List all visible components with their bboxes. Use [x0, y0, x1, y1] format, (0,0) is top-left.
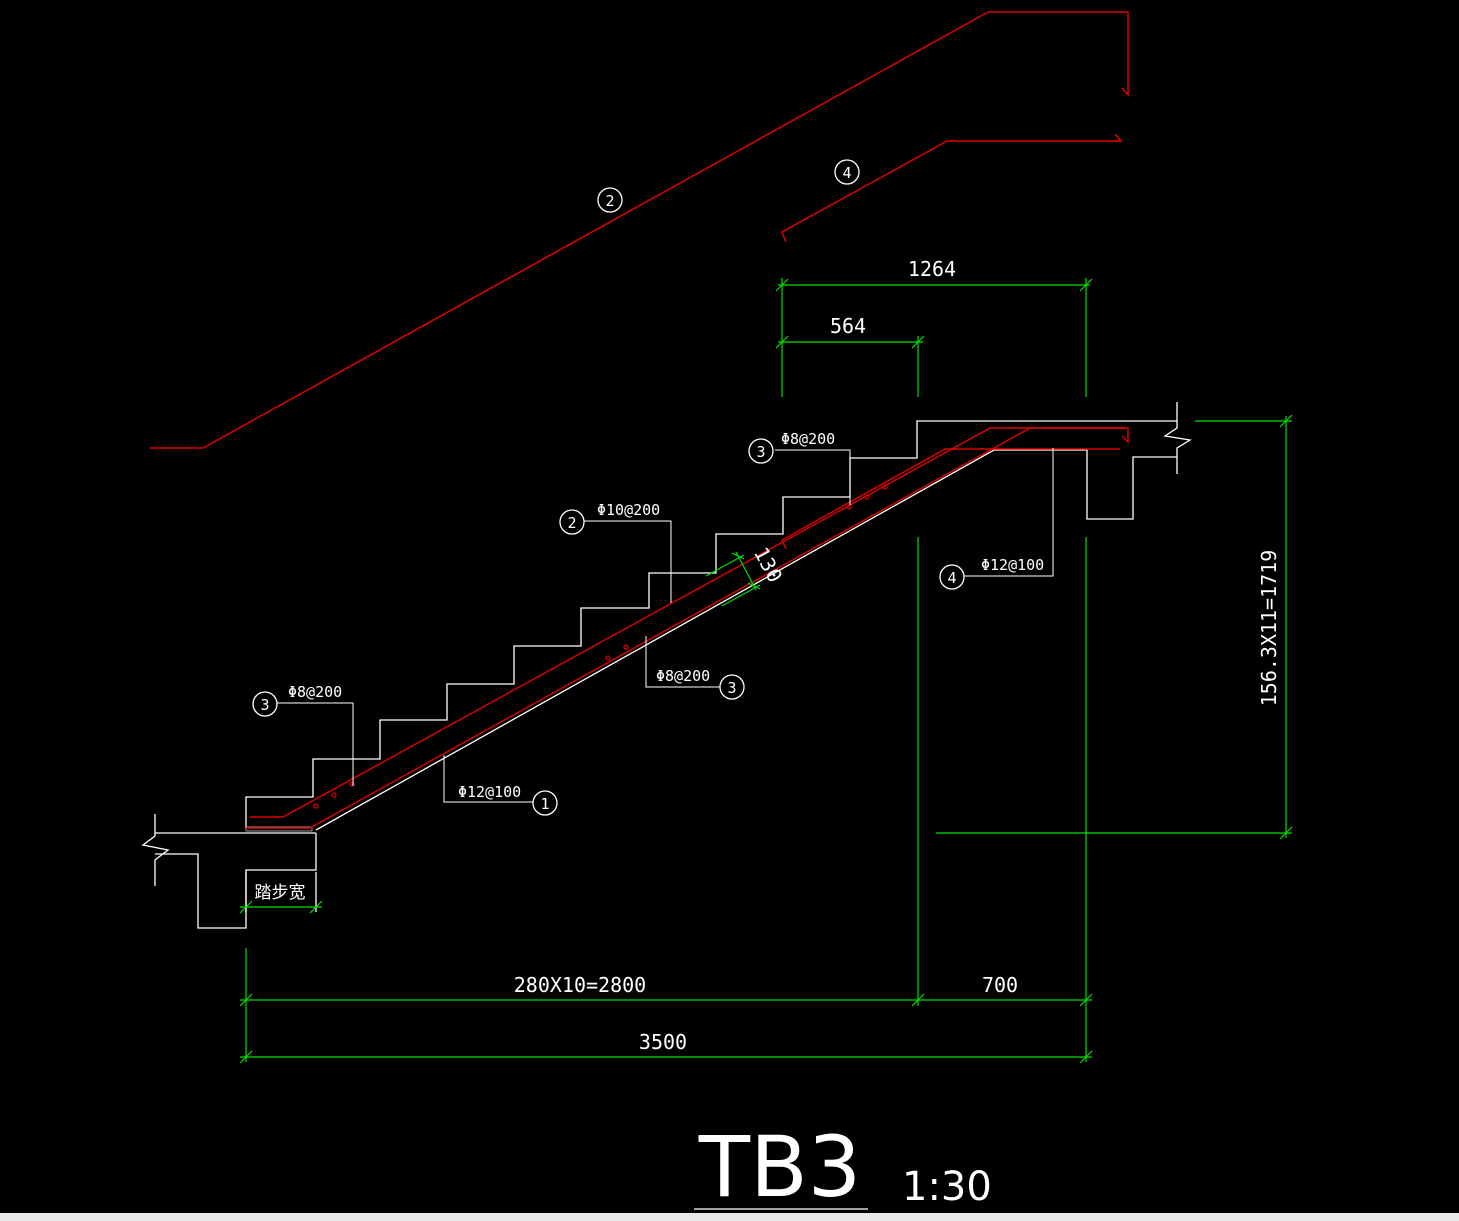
- dist-dot: [349, 781, 355, 787]
- callout-b2: 2 Φ10@200: [559, 501, 660, 535]
- callout-b4: 4 Φ12@100: [939, 556, 1044, 590]
- callout-circle: [719, 674, 745, 700]
- callout-circle: [939, 564, 965, 590]
- leader-lines: [277, 448, 1054, 803]
- stair-outline: [141, 402, 1192, 929]
- drawing-title: TB3: [698, 1118, 861, 1213]
- bottom-hatch: [245, 826, 313, 832]
- callout-circle: [559, 509, 585, 535]
- dim-2800-text: 280X10=2800: [514, 973, 646, 997]
- callout-b1: 1 Φ12@100: [458, 783, 558, 816]
- dim-tick: [239, 900, 253, 914]
- lower-break-symbol: [141, 814, 170, 886]
- callout-circle: [748, 438, 774, 464]
- status-strip: [0, 1213, 1459, 1221]
- callout-mark: 2: [567, 514, 576, 532]
- callout-mark: 1: [540, 795, 549, 813]
- bar-4-mark-number: 4: [842, 164, 851, 182]
- callout-b3-low: 3 Φ8@200: [252, 683, 342, 717]
- dim-tick: [239, 1050, 253, 1064]
- dim-130-ext-b: [721, 584, 761, 607]
- callout-circle: [252, 691, 278, 717]
- dist-dot: [623, 644, 629, 650]
- bar-4-callout: 4: [834, 159, 860, 185]
- dim-tick: [911, 993, 925, 1007]
- dim-tick: [309, 900, 323, 914]
- bar-2-mark-number: 2: [605, 192, 614, 210]
- dim-tick: [747, 582, 761, 590]
- callout-b3-mid: 3 Φ8@200: [656, 667, 745, 700]
- dim-130-text: 130: [749, 543, 787, 586]
- callout-mark: 3: [260, 696, 269, 714]
- dim-height-text: 156.3X11=1719: [1257, 550, 1281, 707]
- callout-spec: Φ8@200: [288, 683, 342, 701]
- dim-tread-text: 踏步宽: [255, 883, 306, 903]
- bar-4-top-rebar: [781, 448, 1120, 550]
- leader-b2: [584, 520, 672, 603]
- callout-mark: 3: [727, 679, 736, 697]
- callout-circle: [532, 790, 558, 816]
- dim-130-ext-a: [705, 554, 745, 577]
- rebar-detail-bar-4: [781, 133, 1123, 243]
- dim-tick: [1079, 278, 1093, 292]
- bar-4-mark-circle: [834, 159, 860, 185]
- dist-dot: [331, 792, 337, 798]
- upper-break-symbol: [1163, 402, 1192, 474]
- bar-4-shape: [781, 133, 1123, 243]
- dim-tick: [775, 335, 789, 349]
- dim-1264-text: 1264: [908, 257, 956, 281]
- bar-2-callout: 2: [597, 187, 623, 213]
- stair-soffit: [315, 449, 1177, 831]
- dimension-lines: [239, 278, 1293, 1064]
- leader-b3-mid: [645, 636, 720, 688]
- bar-2-shape: [150, 11, 1129, 449]
- callout-mark: 3: [756, 443, 765, 461]
- rebar-detail-bar-2: [150, 11, 1129, 449]
- lower-beam: [155, 833, 317, 929]
- dist-dot: [605, 655, 611, 661]
- drawing-scale: 1:30: [902, 1164, 992, 1210]
- dim-tick: [775, 278, 789, 292]
- bar-2-mark-circle: [597, 187, 623, 213]
- leader-b3-top: [775, 449, 851, 505]
- dim-3500-text: 3500: [639, 1030, 687, 1054]
- bar-2-top-rebar: [250, 427, 1125, 818]
- callout-spec: Φ10@200: [597, 501, 660, 519]
- dim-tick: [1079, 993, 1093, 1007]
- leader-b1: [443, 755, 533, 803]
- dim-tick: [1079, 1050, 1093, 1064]
- dim-130-line: [735, 551, 757, 591]
- dim-tick: [239, 993, 253, 1007]
- dist-dot: [846, 504, 852, 510]
- step-profile: [245, 420, 1177, 828]
- dim-700-text: 700: [982, 973, 1018, 997]
- dim-tick: [731, 552, 745, 560]
- leader-b4: [964, 448, 1054, 577]
- callout-spec: Φ8@200: [656, 667, 710, 685]
- dim-tick: [1279, 414, 1293, 428]
- callout-mark: 4: [947, 569, 956, 587]
- callout-b3-top: 3 Φ8@200: [748, 430, 835, 464]
- dist-dot: [313, 803, 319, 809]
- leader-b3-low: [277, 702, 354, 786]
- callout-spec: Φ8@200: [781, 430, 835, 448]
- bar-1-bottom-rebar: [246, 427, 1129, 829]
- callout-spec: Φ12@100: [981, 556, 1044, 574]
- dim-tick: [911, 335, 925, 349]
- section-rebar: [246, 427, 1129, 829]
- dim-tick: [1279, 826, 1293, 840]
- dist-dot: [864, 494, 870, 500]
- distribution-bar-dots: [313, 484, 888, 809]
- dist-dot: [882, 484, 888, 490]
- dim-564-text: 564: [830, 314, 866, 338]
- callout-spec: Φ12@100: [458, 783, 521, 801]
